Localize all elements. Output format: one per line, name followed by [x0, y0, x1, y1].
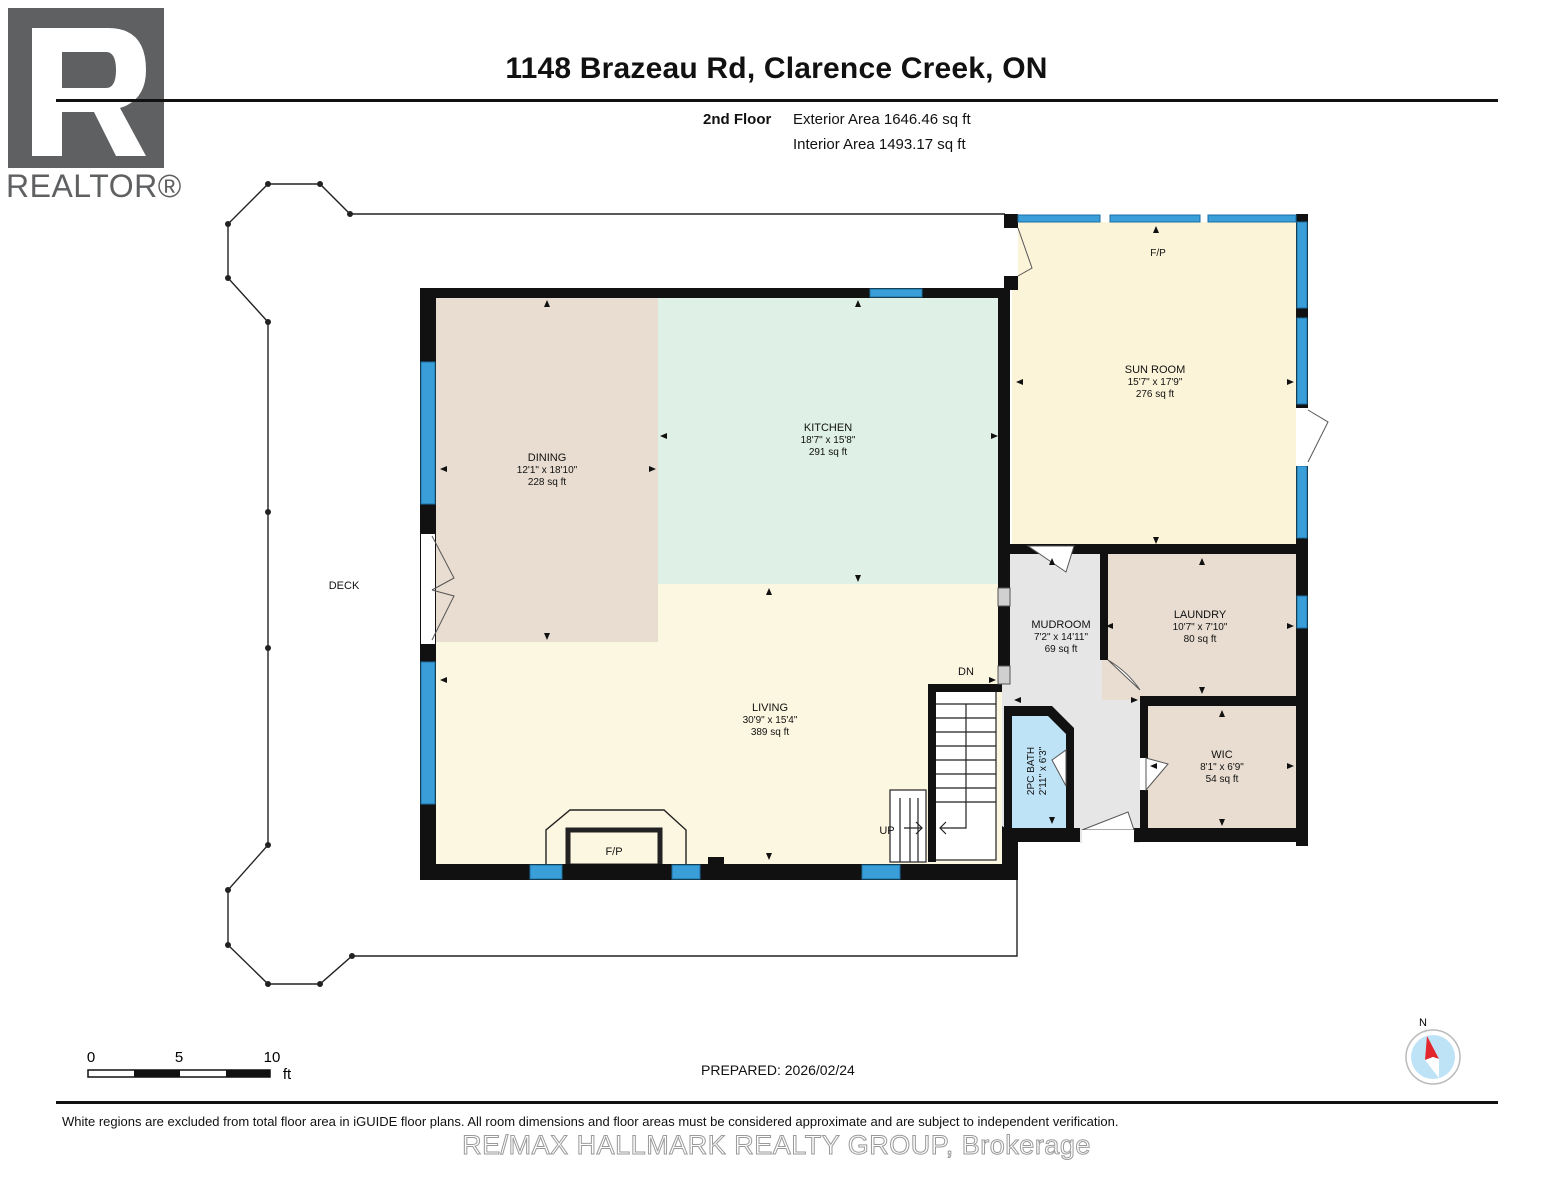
- dining-fill: [428, 296, 658, 642]
- living-name: LIVING: [752, 702, 788, 714]
- dimension-arrows: [440, 226, 1294, 860]
- footer-divider: [56, 1101, 1498, 1104]
- mudroom-name: MUDROOM: [1031, 619, 1090, 631]
- prepared-date: PREPARED: 2026/02/24: [701, 1062, 855, 1078]
- page-title: 1148 Brazeau Rd, Clarence Creek, ON: [505, 52, 1048, 85]
- scale-tick-5: 5: [175, 1049, 183, 1066]
- sunroom-fill: [1012, 222, 1302, 548]
- living-fireplace: [545, 809, 687, 869]
- realtor-logo: [8, 8, 164, 168]
- stairs-down-label: DN: [958, 666, 974, 678]
- doors: [421, 227, 1329, 844]
- dining-dims: 12'1" x 18'10": [517, 465, 578, 476]
- dining-area: 228 sq ft: [528, 477, 567, 488]
- dining-name: DINING: [528, 452, 567, 464]
- deck-label: DECK: [329, 580, 360, 592]
- living-fireplace-label: F/P: [605, 846, 622, 858]
- wic-name: WIC: [1211, 749, 1232, 761]
- bath-fill: [1012, 714, 1068, 828]
- sunroom-name: SUN ROOM: [1125, 364, 1186, 376]
- compass-north-label: N: [1419, 1017, 1427, 1029]
- stairs-up-label: UP: [879, 825, 894, 837]
- sunroom-area: 276 sq ft: [1136, 389, 1175, 400]
- brokerage-watermark: RE/MAX HALLMARK REALTY GROUP, Brokerage: [462, 1130, 1091, 1161]
- north-compass: N: [1405, 1017, 1461, 1085]
- living-area: 389 sq ft: [751, 727, 790, 738]
- scale-unit: ft: [283, 1066, 292, 1083]
- interior-area: Interior Area 1493.17 sq ft: [793, 136, 966, 153]
- bath-name: 2PC BATH: [1026, 747, 1037, 795]
- kitchen-dims: 18'7" x 15'8": [801, 435, 856, 446]
- deck-post-dots: [225, 181, 355, 987]
- floor-label: 2nd Floor: [703, 111, 772, 128]
- mudroom-area: 69 sq ft: [1045, 644, 1078, 655]
- kitchen-area: 291 sq ft: [809, 447, 848, 458]
- wic-fill: [1146, 706, 1300, 831]
- scale-bar: 0 5 10 ft: [87, 1049, 292, 1083]
- sunroom-dims: 15'7" x 17'9": [1128, 377, 1183, 388]
- bath-dims: 2'11" x 6'3": [1038, 746, 1049, 795]
- scale-tick-0: 0: [87, 1049, 95, 1066]
- wic-area: 54 sq ft: [1206, 774, 1239, 785]
- scale-tick-10: 10: [264, 1049, 281, 1066]
- laundry-name: LAUNDRY: [1174, 609, 1227, 621]
- stairs: [889, 687, 997, 863]
- realtor-wordmark: REALTOR®: [6, 168, 182, 204]
- kitchen-fill: [658, 296, 1002, 584]
- wic-dims: 8'1" x 6'9": [1200, 762, 1244, 773]
- kitchen-name: KITCHEN: [804, 422, 852, 434]
- exterior-area: Exterior Area 1646.46 sq ft: [793, 111, 971, 128]
- disclaimer: White regions are excluded from total fl…: [62, 1114, 1119, 1129]
- mudroom-dims: 7'2" x 14'11": [1034, 632, 1089, 643]
- laundry-dims: 10'7" x 7'10": [1173, 622, 1228, 633]
- living-dims: 30'9" x 15'4": [743, 715, 798, 726]
- laundry-area: 80 sq ft: [1184, 634, 1217, 645]
- sunroom-fireplace-label: F/P: [1150, 248, 1166, 259]
- laundry-fill: [1102, 554, 1300, 700]
- title-divider: [56, 99, 1498, 102]
